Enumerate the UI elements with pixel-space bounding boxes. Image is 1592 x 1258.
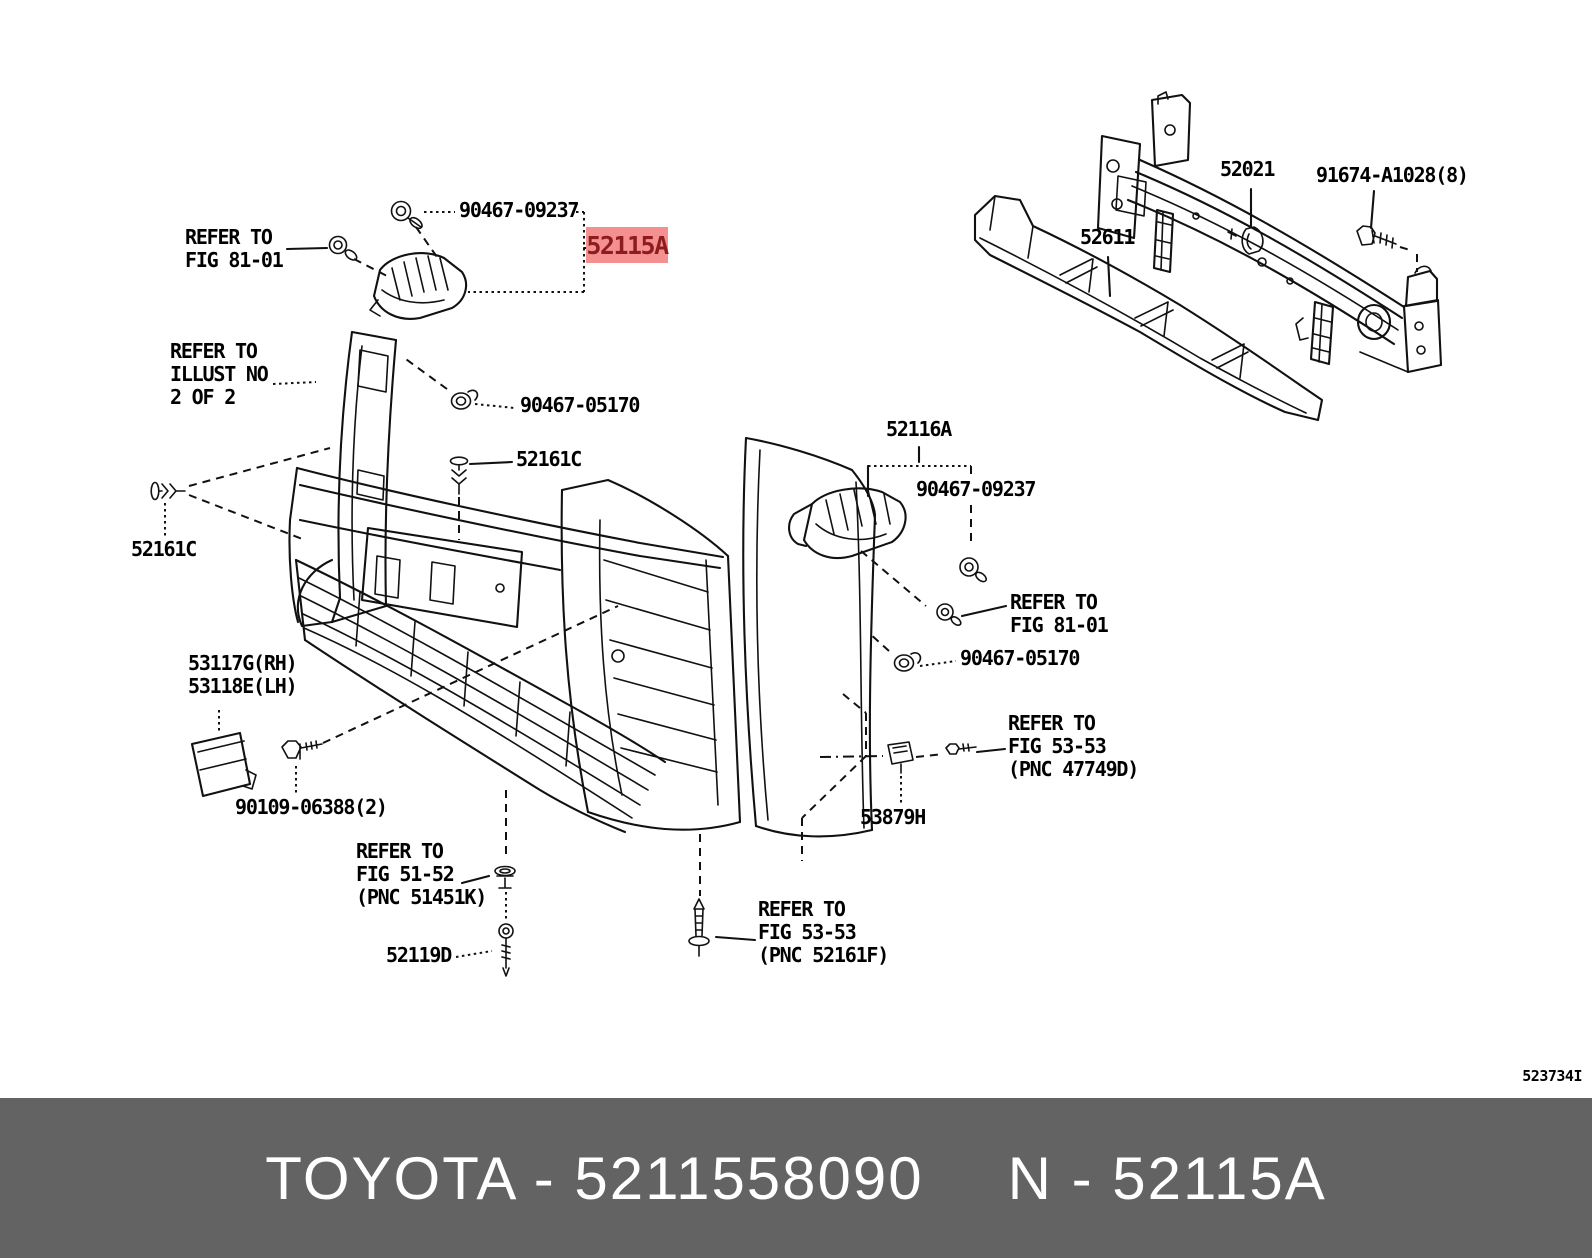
callout-refer-illust-no-2of2: REFER TO ILLUST NO 2 OF 2: [170, 339, 269, 409]
screw-icon: [328, 235, 358, 261]
bumper-reinforcement-drawing: [1096, 91, 1443, 374]
grommet-clip-icon: [893, 652, 922, 672]
callout-52119d: 52119D: [386, 943, 452, 967]
lower-cover-piece-drawing: [190, 731, 257, 798]
retainer-clip-icon: [887, 741, 914, 774]
tree-clip-icon: [449, 456, 469, 495]
banner-toyota-part-number: TOYOTA - 5211558090: [265, 1144, 924, 1212]
callout-52161c-upper: 52161C: [516, 447, 582, 471]
bar-clip-icon: [1241, 226, 1264, 255]
callout-91674-a1028: 91674-A1028(8): [1316, 163, 1469, 187]
callout-90467-09237-top: 90467-09237: [459, 198, 579, 222]
callout-refer-fig5353-left: REFER TO FIG 53-53 (PNC 52161F): [758, 897, 889, 967]
side-retainer-piece-drawing: [296, 330, 398, 628]
callout-90467-05170-left: 90467-05170: [520, 393, 640, 417]
small-bolt-icon: [945, 743, 977, 755]
callout-refer-fig5152: REFER TO FIG 51-52 (PNC 51451K): [356, 839, 487, 909]
callout-52161c-left: 52161C: [131, 537, 197, 561]
screw-icon: [936, 603, 962, 627]
callout-52116a: 52116A: [886, 417, 952, 441]
callout-90109-06388: 90109-06388(2): [235, 795, 388, 819]
leader-lines: [164, 187, 1418, 958]
callout-53117g-53118e: 53117G(RH) 53118E(LH): [188, 651, 298, 698]
grommet-clip-icon: [450, 389, 479, 410]
side-support-bracket-rh-drawing: [369, 252, 468, 320]
side-support-bracket-lh-drawing: [788, 487, 907, 560]
screw-icon: [498, 923, 514, 977]
callout-refer-fig81-left: REFER TO FIG 81-01: [185, 225, 284, 272]
push-clip-icon: [494, 865, 516, 889]
hex-bolt-icon: [281, 740, 323, 760]
callout-refer-fig5353-right: REFER TO FIG 53-53 (PNC 47749D): [1008, 711, 1139, 781]
callout-90467-09237-right: 90467-09237: [916, 477, 1036, 501]
highlighted-part-number: 52115A: [586, 230, 669, 260]
bumper-cover-drawing: [288, 436, 877, 838]
callout-53879h: 53879H: [860, 805, 926, 829]
part-number-banner: TOYOTA - 5211558090 N - 52115A: [0, 1098, 1592, 1258]
figure-code: 523734I: [1522, 1067, 1582, 1085]
callout-52611: 52611: [1080, 225, 1135, 249]
energy-absorber-drawing: [973, 194, 1324, 422]
callout-refer-fig81-right: REFER TO FIG 81-01: [1010, 590, 1109, 637]
banner-pnc-code: N - 52115A: [1007, 1144, 1327, 1212]
callout-90467-05170-right: 90467-05170: [960, 646, 1080, 670]
screw-icon: [959, 557, 987, 583]
callout-52021: 52021: [1220, 157, 1275, 181]
callout-52115a-highlighted[interactable]: 52115A: [586, 227, 669, 263]
tree-clip-icon: [150, 481, 186, 501]
screw-icon: [390, 200, 423, 230]
hex-bolt-icon: [1356, 225, 1397, 249]
push-rivet-icon: [688, 898, 710, 957]
